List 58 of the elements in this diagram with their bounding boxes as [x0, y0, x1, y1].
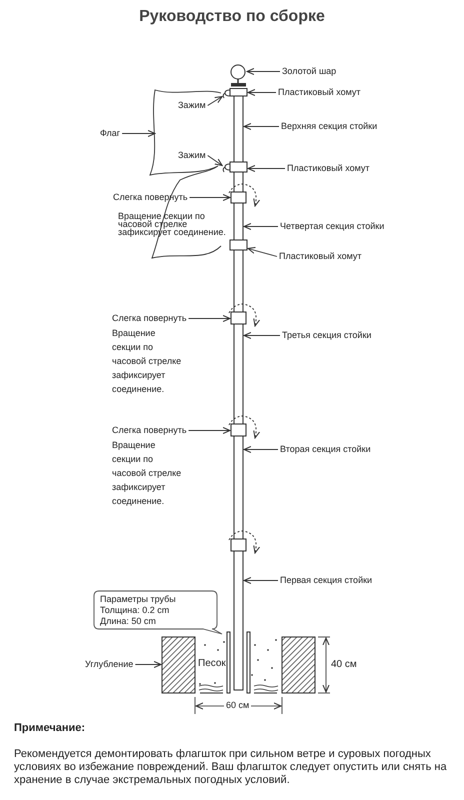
callout-bubble: [93, 590, 223, 635]
clip: [222, 90, 230, 98]
instruction-note: Вращение секции по часовой стрелке зафиксирует соединение.: [112, 439, 182, 508]
clip: [222, 164, 230, 172]
leader-arrow: [244, 123, 280, 130]
part-label: Третья секция стойки: [282, 330, 372, 341]
leader-arrow: [244, 577, 278, 584]
leader-arrow: [248, 89, 276, 96]
leader-arrow: [122, 130, 156, 137]
leader-arrow: [248, 165, 286, 172]
note-text: Рекомендуется демонтировать флагшток при сильном ветре и суровых погодных условиях во избежание повреждений. Ваш флагшток следует опустить или снять на хранение в случае экстремальных погодных условий.: [14, 748, 448, 787]
part-label: Вторая секция стойки: [280, 444, 371, 455]
collar: [230, 88, 248, 96]
joint-sleeve: [230, 538, 246, 552]
pole-section: [234, 202, 244, 312]
leader-arrow: [134, 661, 162, 668]
leader-arrow: [188, 427, 230, 434]
callout-heading: Параметры трубы: [100, 594, 176, 605]
part-label: Слегка повернуть: [112, 313, 187, 324]
pole-section: [234, 550, 244, 690]
pole-section: [234, 436, 244, 540]
joint-sleeve: [230, 312, 246, 324]
callout-text: Толщина: 0.2 cm: [100, 605, 170, 616]
joint-sleeve: [230, 424, 246, 436]
part-label: Углубление: [85, 659, 134, 670]
part-label: Пластиковый хомут: [287, 163, 370, 174]
hatched-wall: [162, 636, 196, 694]
part-label: Зажим: [178, 150, 206, 161]
leader-arrow: [244, 332, 280, 339]
part-label: Зажим: [178, 100, 206, 111]
dimension-label: 40 см: [331, 659, 357, 670]
leader-arrow: [207, 155, 223, 166]
leader-arrow: [248, 246, 278, 257]
title: Руководство по сборке: [138, 8, 326, 26]
part-label: Флаг: [100, 128, 120, 139]
finial-ball: [230, 64, 246, 86]
leader-arrow: [207, 96, 223, 106]
part-label: Пластиковый хомут: [279, 251, 362, 262]
instruction-note: Вращение секции по часовой стрелке зафиксирует соединение.: [112, 327, 182, 396]
joint-sleeve: [230, 192, 246, 204]
leader-arrow: [189, 194, 230, 201]
leader-arrow: [244, 223, 278, 230]
callout-text: Длина: 50 cm: [100, 616, 156, 627]
pole-section: [234, 324, 244, 424]
leader-arrow: [246, 68, 280, 75]
part-label: Золотой шар: [282, 66, 336, 77]
part-label: Первая секция стойки: [280, 575, 372, 586]
note-heading: Примечание:: [14, 722, 86, 734]
part-label: Пластиковый хомут: [278, 87, 361, 98]
area-label: Песок: [198, 658, 226, 669]
leader-arrow: [244, 446, 278, 453]
collar: [230, 240, 248, 250]
dimension-label: 60 см: [224, 700, 252, 711]
part-label: Слегка повернуть: [112, 425, 187, 436]
part-label: Четвертая секция стойки: [280, 221, 384, 232]
part-label: Верхняя секция стойки: [281, 121, 378, 132]
leader-arrow: [188, 315, 230, 322]
collar: [230, 162, 248, 172]
